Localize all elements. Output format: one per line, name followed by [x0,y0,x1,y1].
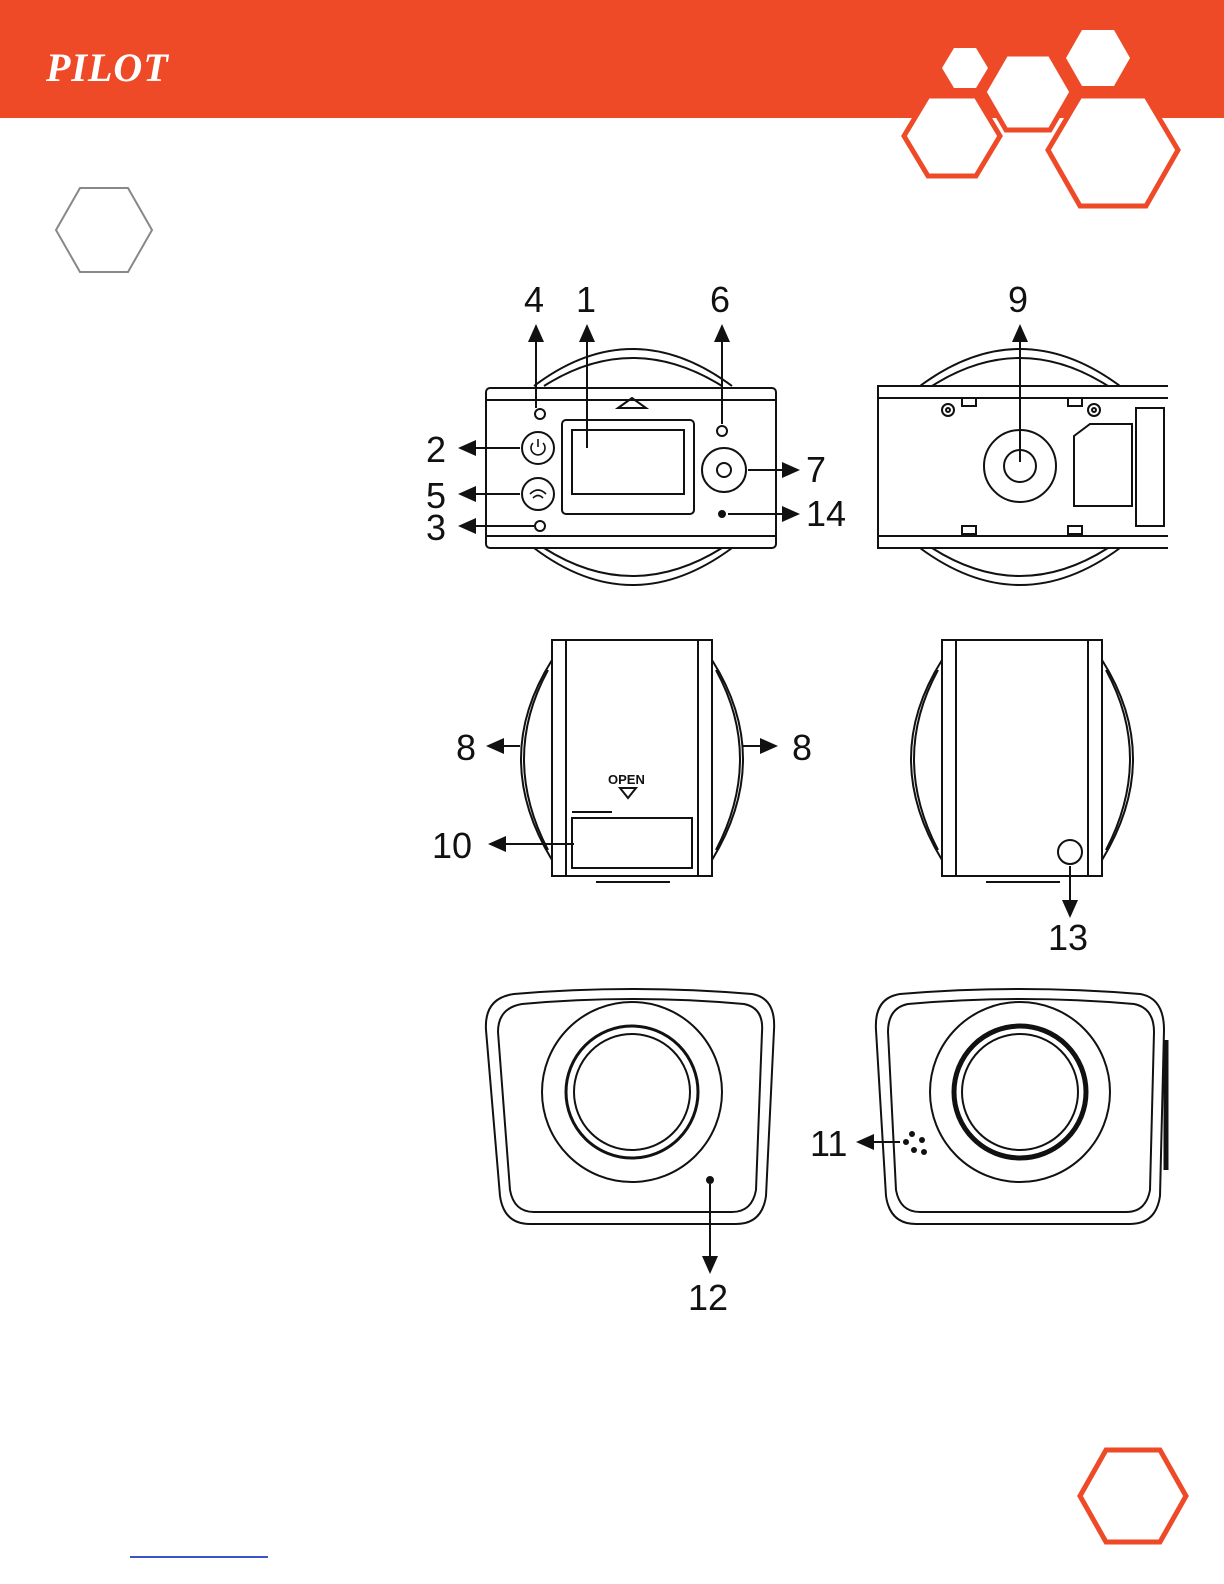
callout-8-left: 8 [456,727,476,768]
callout-7: 7 [806,449,826,490]
callout-12: 12 [688,1277,728,1318]
header-hexagon-cluster [904,30,1178,206]
hexagon-icon [904,96,1000,176]
led-indicator-6 [717,426,727,436]
camera-front-view [486,349,776,585]
callout-8-right: 8 [792,727,812,768]
callout-10: 10 [432,825,472,866]
hexagon-icon [942,48,988,88]
speaker-grille [903,1131,927,1155]
callout-11: 11 [810,1123,847,1164]
camera-lens-view-right [876,989,1166,1224]
hexagon-icon [1048,96,1178,206]
hexagon-icon [1066,30,1130,86]
led-indicator-4 [535,409,545,419]
camera-side-view-right [911,640,1133,882]
callout-1: 1 [576,279,596,320]
strap-hole [1058,840,1082,864]
hexagon-icon [984,54,1072,130]
callout-4: 4 [524,279,544,320]
callout-2: 2 [426,429,446,470]
callout-6: 6 [710,279,730,320]
open-label: OPEN [608,772,645,787]
camera-bottom-view [878,349,1168,585]
callout-14: 14 [806,493,846,534]
power-icon [522,432,554,464]
camera-lens-view-left [486,989,774,1224]
reset-hole [707,1177,713,1183]
battery-door [572,818,692,868]
callout-13: 13 [1048,917,1088,958]
microphone-hole-14 [719,511,725,517]
footer-link-underline[interactable] [130,1556,268,1558]
camera-side-view-left [521,640,743,882]
callout-3: 3 [426,507,446,548]
shutter-icon [702,448,746,492]
hexagon-icon [56,188,152,272]
led-indicator-3 [535,521,545,531]
hexagon-icon [1080,1450,1186,1542]
callout-9: 9 [1008,279,1028,320]
wifi-icon [522,478,554,510]
